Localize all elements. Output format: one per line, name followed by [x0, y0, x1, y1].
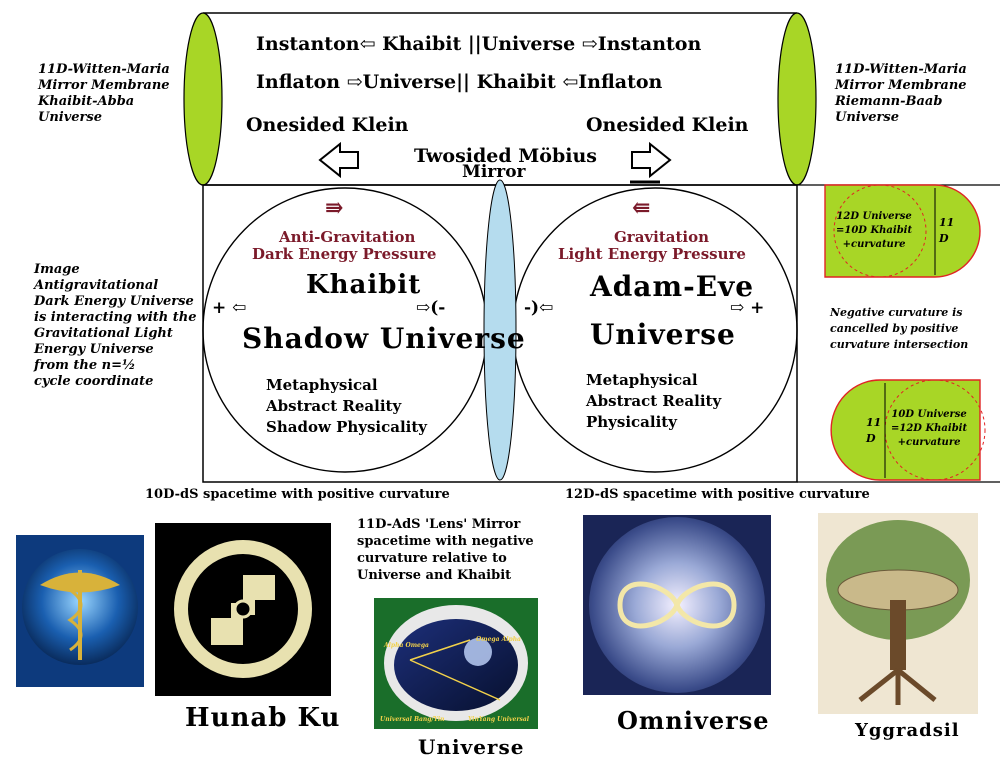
- top-shape-line: 12D Universe: [836, 211, 912, 222]
- omniverse-label: Omniverse: [617, 706, 770, 735]
- anti-gravitation-arrow: ⇛: [325, 195, 344, 221]
- top-shape-line: +curvature: [842, 239, 906, 250]
- curvature-note-line: curvature intersection: [830, 338, 969, 351]
- khaibit-desc-line: Abstract Reality: [266, 397, 402, 415]
- left-note-line: cycle coordinate: [34, 374, 154, 389]
- anti-gravitation-label: Anti-Gravitation: [279, 228, 416, 246]
- khaibit-description: Metaphysical Abstract Reality Shadow Phy…: [266, 375, 427, 438]
- right-membrane-ellipse: [777, 12, 817, 186]
- khaibit-minus-arrow: ⇨(-: [416, 298, 446, 318]
- instanton-line: Instanton⇦ Khaibit ||Universe ⇨Instanton: [256, 33, 702, 55]
- bottom-shape-dim: D: [866, 432, 876, 445]
- left-note-line: from the n=½: [34, 358, 136, 373]
- left-membrane-line: Mirror Membrane: [38, 78, 170, 93]
- shadow-universe-title: Shadow Universe: [242, 322, 526, 355]
- gravitation-arrow: ⇚: [632, 195, 651, 221]
- bottom-shape-text: 10D Universe =12D Khaibit +curvature: [891, 408, 967, 450]
- ads-caption-line: curvature relative to: [357, 551, 507, 566]
- left-note-line: Dark Energy Universe: [34, 294, 194, 309]
- left-membrane-label: 11D-Witten-Maria Mirror Membrane Khaibit…: [38, 62, 170, 126]
- left-note-line: is interacting with the: [34, 310, 197, 325]
- omniverse-image: [583, 515, 771, 695]
- curvature-note-line: Negative curvature is: [830, 306, 963, 319]
- ds12-caption: 12D-dS spacetime with positive curvature: [565, 487, 870, 502]
- yggdrasil-image: [818, 513, 978, 714]
- dark-energy-label: Dark Energy Pressure: [252, 245, 437, 263]
- onesided-klein-left: Onesided Klein: [246, 114, 409, 136]
- ads-caption: 11D-AdS 'Lens' Mirror spacetime with neg…: [357, 516, 534, 584]
- universe-desc-line: Physicality: [586, 413, 677, 431]
- khaibit-plus-arrow: + ⇦: [212, 298, 247, 318]
- curvature-note: Negative curvature is cancelled by posit…: [830, 305, 968, 353]
- left-note-line: Energy Universe: [34, 342, 154, 357]
- bottom-shape-line: +curvature: [897, 437, 961, 448]
- earth-caduceus-image: [16, 535, 144, 687]
- left-note-line: Image: [34, 262, 80, 277]
- light-energy-label: Light Energy Pressure: [558, 245, 746, 263]
- left-membrane-ellipse: [183, 12, 223, 186]
- left-membrane-line: Universe: [38, 110, 102, 125]
- bottom-shape-dim: 11: [866, 416, 882, 429]
- bottom-shape-line: 10D Universe: [891, 409, 967, 420]
- top-shape-line: =10D Khaibit: [836, 225, 913, 236]
- top-shape-dim: 11: [939, 216, 955, 229]
- bottom-curvature-shape: [830, 379, 986, 481]
- ads-caption-line: Universe and Khaibit: [357, 568, 512, 583]
- bottom-shape-line: =12D Khaibit: [891, 423, 968, 434]
- left-note-line: Gravitational Light: [34, 326, 173, 341]
- curvature-note-line: cancelled by positive: [830, 322, 959, 335]
- universe-small-label-2: Omega Alpha: [476, 636, 521, 643]
- right-membrane-line: Universe: [835, 110, 899, 125]
- onesided-klein-right: Onesided Klein: [586, 114, 749, 136]
- left-outline-arrow: [318, 141, 359, 179]
- right-membrane-line: Riemann-Baab: [835, 94, 943, 109]
- universe-egg-image: [374, 598, 538, 729]
- universe-small-label-4: YinYang Universal: [468, 716, 530, 723]
- top-shape-dim-label: 11 D: [939, 215, 954, 247]
- left-membrane-line: 11D-Witten-Maria: [38, 62, 170, 77]
- khaibit-desc-line: Shadow Physicality: [266, 418, 428, 436]
- ads-caption-line: 11D-AdS 'Lens' Mirror: [357, 517, 521, 532]
- right-membrane-label: 11D-Witten-Maria Mirror Membrane Riemann…: [835, 62, 967, 126]
- ads-caption-line: spacetime with negative: [357, 534, 534, 549]
- right-membrane-line: 11D-Witten-Maria: [835, 62, 967, 77]
- hunab-ku-label: Hunab Ku: [185, 703, 341, 733]
- top-shape-text: 12D Universe =10D Khaibit +curvature: [836, 210, 912, 252]
- universe-description: Metaphysical Abstract Reality Physicalit…: [586, 370, 721, 433]
- top-shape-dim: D: [939, 232, 949, 245]
- universe-desc-line: Abstract Reality: [586, 392, 722, 410]
- twosided-mobius-label: Twosided Möbius: [414, 145, 597, 167]
- yggradsil-label: Yggradsil: [855, 720, 960, 741]
- left-note-line: Antigravitational: [34, 278, 159, 293]
- bottom-shape-dim-label: 11 D: [866, 415, 881, 447]
- khaibit-desc-line: Metaphysical: [266, 376, 378, 394]
- hunab-ku-image: [155, 523, 331, 696]
- inflaton-line: Inflaton ⇨Universe|| Khaibit ⇦Inflaton: [256, 71, 663, 93]
- top-curvature-shape: [824, 184, 981, 278]
- khaibit-title: Khaibit: [306, 270, 422, 300]
- left-membrane-line: Khaibit-Abba: [38, 94, 135, 109]
- right-membrane-line: Mirror Membrane: [835, 78, 967, 93]
- universe-desc-line: Metaphysical: [586, 371, 698, 389]
- mirror-label: Mirror: [462, 162, 526, 182]
- universe-small-label-3: Universal Bang/Yin: [380, 716, 445, 723]
- lens-mirror: [483, 179, 517, 481]
- universe-label: Universe: [418, 735, 525, 759]
- left-note: Image Antigravitational Dark Energy Univ…: [34, 262, 197, 390]
- ds10-caption: 10D-dS spacetime with positive curvature: [145, 487, 450, 502]
- universe-small-label-1: Alpha Omega: [384, 642, 429, 649]
- gravitation-label: Gravitation: [614, 228, 710, 246]
- universe-plus-arrow: ⇨ +: [730, 298, 765, 318]
- adam-eve-title: Adam-Eve: [590, 270, 755, 303]
- universe-minus-arrow: -)⇦: [524, 298, 554, 318]
- right-outline-arrow: [631, 141, 672, 179]
- universe-title: Universe: [590, 318, 736, 351]
